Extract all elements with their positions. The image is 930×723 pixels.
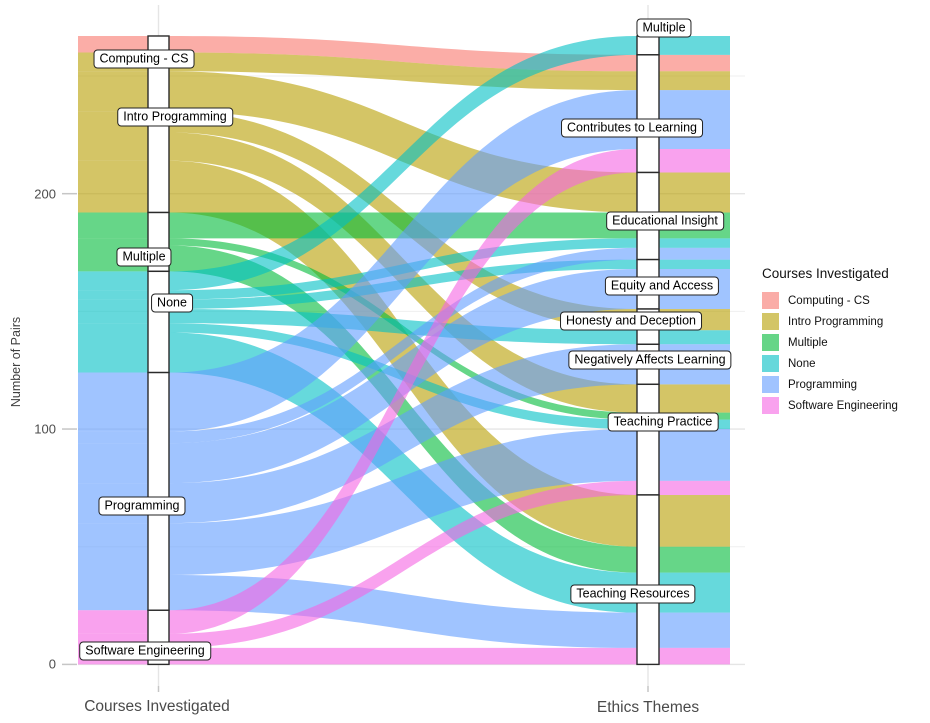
legend-item-label: Intro Programming	[788, 315, 884, 328]
flow-prog-eqa	[78, 268, 730, 484]
node-label-none: None	[151, 293, 193, 313]
node-label-ccs: Computing - CS	[93, 49, 195, 69]
y-tick-label: 200	[34, 186, 56, 202]
legend-item-label: Computing - CS	[788, 294, 870, 307]
legend-item: Intro Programming	[762, 311, 898, 332]
node-label-mult: Multiple	[116, 247, 172, 267]
node-label-r_mult: Multiple	[636, 18, 692, 38]
node-label-had: Honesty and Deception	[560, 311, 702, 331]
stratum-right-tr	[636, 494, 660, 666]
legend-item-label: Software Engineering	[788, 399, 898, 412]
flow-none-had	[78, 309, 730, 345]
flow-se-ctl	[78, 148, 730, 634]
flow-ip-ctl	[78, 52, 730, 91]
node-label-nal: Negatively Affects Learning	[568, 350, 732, 370]
flow-mult-tr	[78, 245, 730, 573]
legend-swatch-icon	[762, 397, 779, 414]
node-label-prog: Programming	[98, 496, 186, 516]
legend-swatch-icon	[762, 355, 779, 372]
flow-prog-ctl	[78, 90, 730, 432]
legend-swatch-icon	[762, 334, 779, 351]
y-tick-label: 0	[48, 656, 56, 672]
stratum-left-ip	[147, 51, 170, 214]
legend-item-label: Multiple	[788, 336, 828, 349]
legend-item-label: Programming	[788, 378, 858, 391]
flow-se-tp	[78, 480, 730, 648]
node-label-ip: Intro Programming	[117, 107, 233, 127]
legend-swatch-icon	[762, 313, 779, 330]
legend-item-label: None	[788, 357, 816, 370]
flow-prog-ei	[78, 247, 730, 444]
legend-item: None	[762, 353, 898, 374]
node-label-se: Software Engineering	[79, 641, 211, 661]
y-axis-title: Number of Pairs	[9, 316, 23, 408]
flow-none-tr	[78, 332, 730, 613]
legend-title: Courses Investigated	[762, 266, 889, 281]
legend-swatch-icon	[762, 292, 779, 309]
flow-ip-tr	[78, 160, 730, 547]
stratum-left-prog	[147, 371, 170, 611]
flow-none-r_mult	[78, 35, 730, 291]
stratum-right-ctl	[636, 54, 660, 174]
legend: Courses Investigated Computing - CS Intro…	[762, 266, 898, 416]
legend-item: Multiple	[762, 332, 898, 353]
stratum-right-tp	[636, 383, 660, 496]
node-label-tr: Teaching Resources	[570, 584, 696, 604]
flow-se-tr	[78, 647, 730, 665]
node-label-ctl: Contributes to Learning	[561, 118, 703, 138]
legend-item: Software Engineering	[762, 395, 898, 416]
node-label-tp: Teaching Practice	[607, 412, 719, 432]
x-axis-title-themes: Ethics Themes	[596, 699, 700, 716]
node-label-ei: Educational Insight	[606, 211, 724, 231]
legend-item: Computing - CS	[762, 290, 898, 311]
flow-mult-ei	[78, 212, 730, 239]
x-axis-title-courses: Courses Investigated	[84, 698, 230, 715]
node-label-eqa: Equity and Access	[604, 276, 720, 296]
legend-swatch-icon	[762, 376, 779, 393]
flow-prog-nal	[78, 344, 730, 524]
legend-item: Programming	[762, 374, 898, 395]
stratum-left-none	[147, 270, 170, 374]
y-tick-label: 100	[34, 421, 56, 437]
flow-prog-tp	[78, 429, 730, 575]
stratum-right-r_mult	[636, 35, 660, 56]
